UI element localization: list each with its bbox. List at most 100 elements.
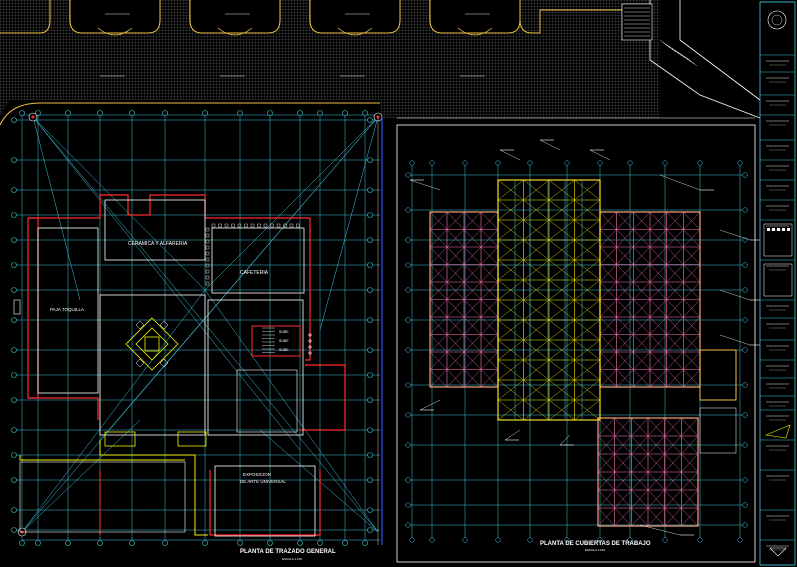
wall-tooth <box>205 263 210 268</box>
axis-bubble <box>462 160 468 166</box>
truss-diagonal <box>683 299 701 318</box>
room-cafeteria <box>211 227 305 294</box>
door-marker <box>308 333 312 337</box>
wall-east <box>230 217 311 361</box>
truss-diagonal <box>614 471 632 491</box>
roof-east <box>599 211 701 388</box>
planter-curb <box>189 0 281 34</box>
axis-bubble <box>11 397 17 403</box>
courtyard <box>99 294 206 436</box>
truss-diagonal <box>683 334 701 353</box>
axis-bubble <box>162 110 168 116</box>
room-label-exhibition-1: EXPOSICION <box>243 472 271 477</box>
right-plan-title: PLANTA DE CUBIERTAS DE TRABAJO <box>540 541 651 547</box>
axis-bubble <box>405 502 411 508</box>
truss-diagonal <box>649 246 667 265</box>
wall-tooth <box>205 251 210 256</box>
key-plan-mark <box>787 228 790 231</box>
axis-bubble <box>11 157 17 163</box>
axis-bubble <box>405 207 411 213</box>
truss-diagonal <box>664 471 682 491</box>
truss-diagonal <box>683 229 701 248</box>
ramp-hatch <box>665 43 677 53</box>
truss-diagonal <box>463 229 482 248</box>
left-plan-title: PLANTA DE TRAZADO GENERAL <box>240 549 336 555</box>
axis-bubble <box>405 287 411 293</box>
truss-diagonal <box>523 399 550 421</box>
truss-diagonal <box>523 279 550 301</box>
corner-dot <box>376 115 380 119</box>
truss-diagonal <box>446 246 465 265</box>
wall-exhibition <box>209 470 321 536</box>
truss-diagonal <box>633 316 651 335</box>
truss-diagonal <box>429 351 448 370</box>
room-label-cafeteria: CAFETERIA <box>240 270 269 276</box>
truss-diagonal <box>497 279 524 301</box>
truss-diagonal <box>480 334 499 353</box>
wall-tooth <box>257 223 261 228</box>
truss-diagonal <box>633 281 651 300</box>
site-context <box>0 0 761 126</box>
survey-line <box>32 116 301 451</box>
axis-bubble <box>742 502 748 508</box>
wall-tooth <box>237 223 242 228</box>
truss-diagonal <box>523 259 550 281</box>
truss-diagonal <box>548 319 575 341</box>
truss-diagonal <box>429 334 448 353</box>
truss-diagonal <box>548 299 575 321</box>
callout-leader <box>499 149 521 161</box>
axis-bubble <box>495 537 501 543</box>
stair-block <box>621 3 653 41</box>
axis-bubble <box>11 372 17 378</box>
axis-bubble <box>11 452 17 458</box>
axis-bubble <box>367 287 373 293</box>
truss-diagonal <box>666 211 684 230</box>
planter-curb <box>69 0 161 34</box>
wall-tooth <box>244 223 248 228</box>
callout-leader <box>409 179 441 191</box>
truss-diagonal <box>599 316 617 335</box>
truss-diagonal <box>683 351 701 370</box>
boundary-curb <box>0 0 51 34</box>
ramp-hatch <box>677 51 689 61</box>
room-exhibition <box>214 465 316 537</box>
axis-bubble <box>267 540 273 546</box>
truss-diagonal <box>446 299 465 318</box>
key-plan-mark <box>772 228 775 231</box>
axis-bubble <box>405 317 411 323</box>
truss-diagonal <box>681 507 699 527</box>
truss-diagonal <box>446 351 465 370</box>
axis-bubble <box>65 110 71 116</box>
axis-bubble <box>627 537 633 543</box>
wall-tooth <box>205 257 210 262</box>
axis-bubble <box>342 110 348 116</box>
truss-diagonal <box>574 259 601 281</box>
ornament-diamond <box>125 317 179 371</box>
truss-diagonal <box>446 229 465 248</box>
truss-diagonal <box>523 379 550 401</box>
survey-line <box>99 116 379 441</box>
truss-diagonal <box>616 211 634 230</box>
key-plan <box>763 223 793 257</box>
axis-bubble <box>11 477 17 483</box>
truss-diagonal <box>614 489 632 509</box>
wall-tooth <box>211 223 216 228</box>
axis-bubble <box>429 160 435 166</box>
truss-diagonal <box>647 435 665 455</box>
truss-diagonal <box>666 229 684 248</box>
callout-leader <box>719 289 751 301</box>
wall-tooth <box>224 223 229 228</box>
truss-diagonal <box>649 211 667 230</box>
key-plan-mark <box>767 228 770 231</box>
axis-bubble <box>405 477 411 483</box>
survey-line <box>319 116 379 331</box>
axis-bubble <box>317 110 323 116</box>
axis-bubble <box>11 317 17 323</box>
planter-arc <box>97 27 133 36</box>
axis-bubble <box>409 160 415 166</box>
plan-general-layout <box>11 110 383 546</box>
wall-tooth <box>205 239 210 244</box>
truss-diagonal <box>497 199 524 221</box>
truss-diagonal <box>633 369 651 388</box>
university-seal <box>767 10 787 30</box>
